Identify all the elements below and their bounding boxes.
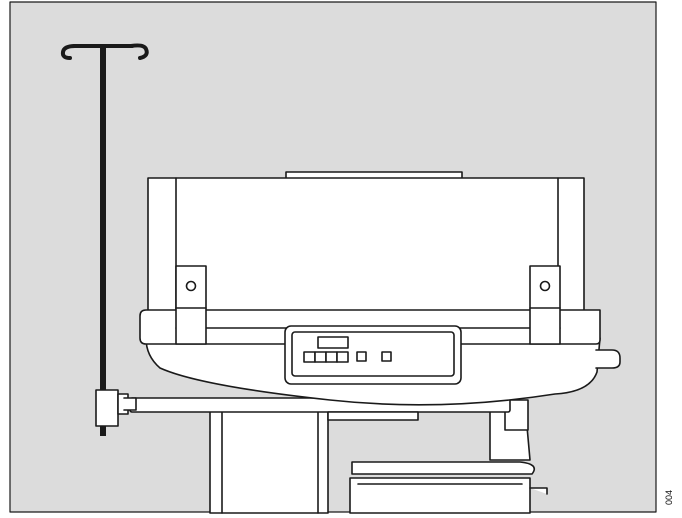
side-handle [595,349,621,369]
control-panel [284,325,462,385]
figure-code: 004 [664,489,674,505]
display-window [317,336,349,349]
control-button [356,351,367,362]
right-latch [529,265,561,345]
iv-pole [60,43,149,436]
incubator-hood [147,171,585,313]
control-button [314,351,327,363]
support-arm [489,399,531,461]
left-latch [175,265,207,345]
stand-column [209,409,329,514]
stand-base [349,461,548,514]
control-button [336,351,349,363]
pole-clamp [95,389,137,427]
control-button [381,351,392,362]
control-button [325,351,338,363]
control-button [303,351,316,363]
